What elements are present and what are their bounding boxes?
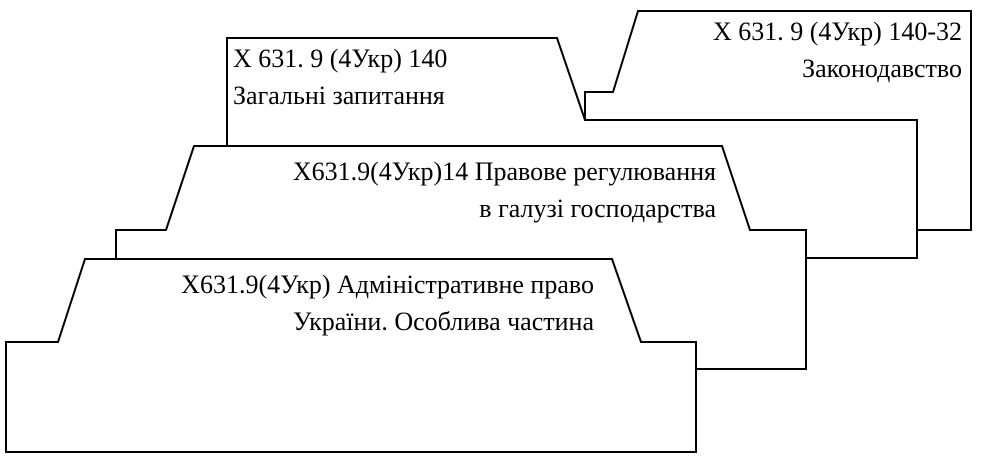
card-index-label: Х 631. 9 (4Укр) 140 [233,44,447,73]
card-heading-label: в галузі господарства [479,194,716,223]
catalog-card-administrative-law: Х631.9(4Укр) Адміністративне право Украї… [5,258,697,453]
card-heading-label: Загальні запитання [233,81,445,110]
card-index-label: Х631.9(4Укр) Адміністративне право [181,270,594,299]
card-heading-label: України. Особлива частина [293,307,594,336]
card-index-label: Х 631. 9 (4Укр) 140-32 [713,17,962,46]
card-outline [5,258,697,453]
card-heading-label: Законодавство [802,54,962,83]
card-index-label: Х631.9(4Укр)14 Правове регулювання [293,157,716,186]
